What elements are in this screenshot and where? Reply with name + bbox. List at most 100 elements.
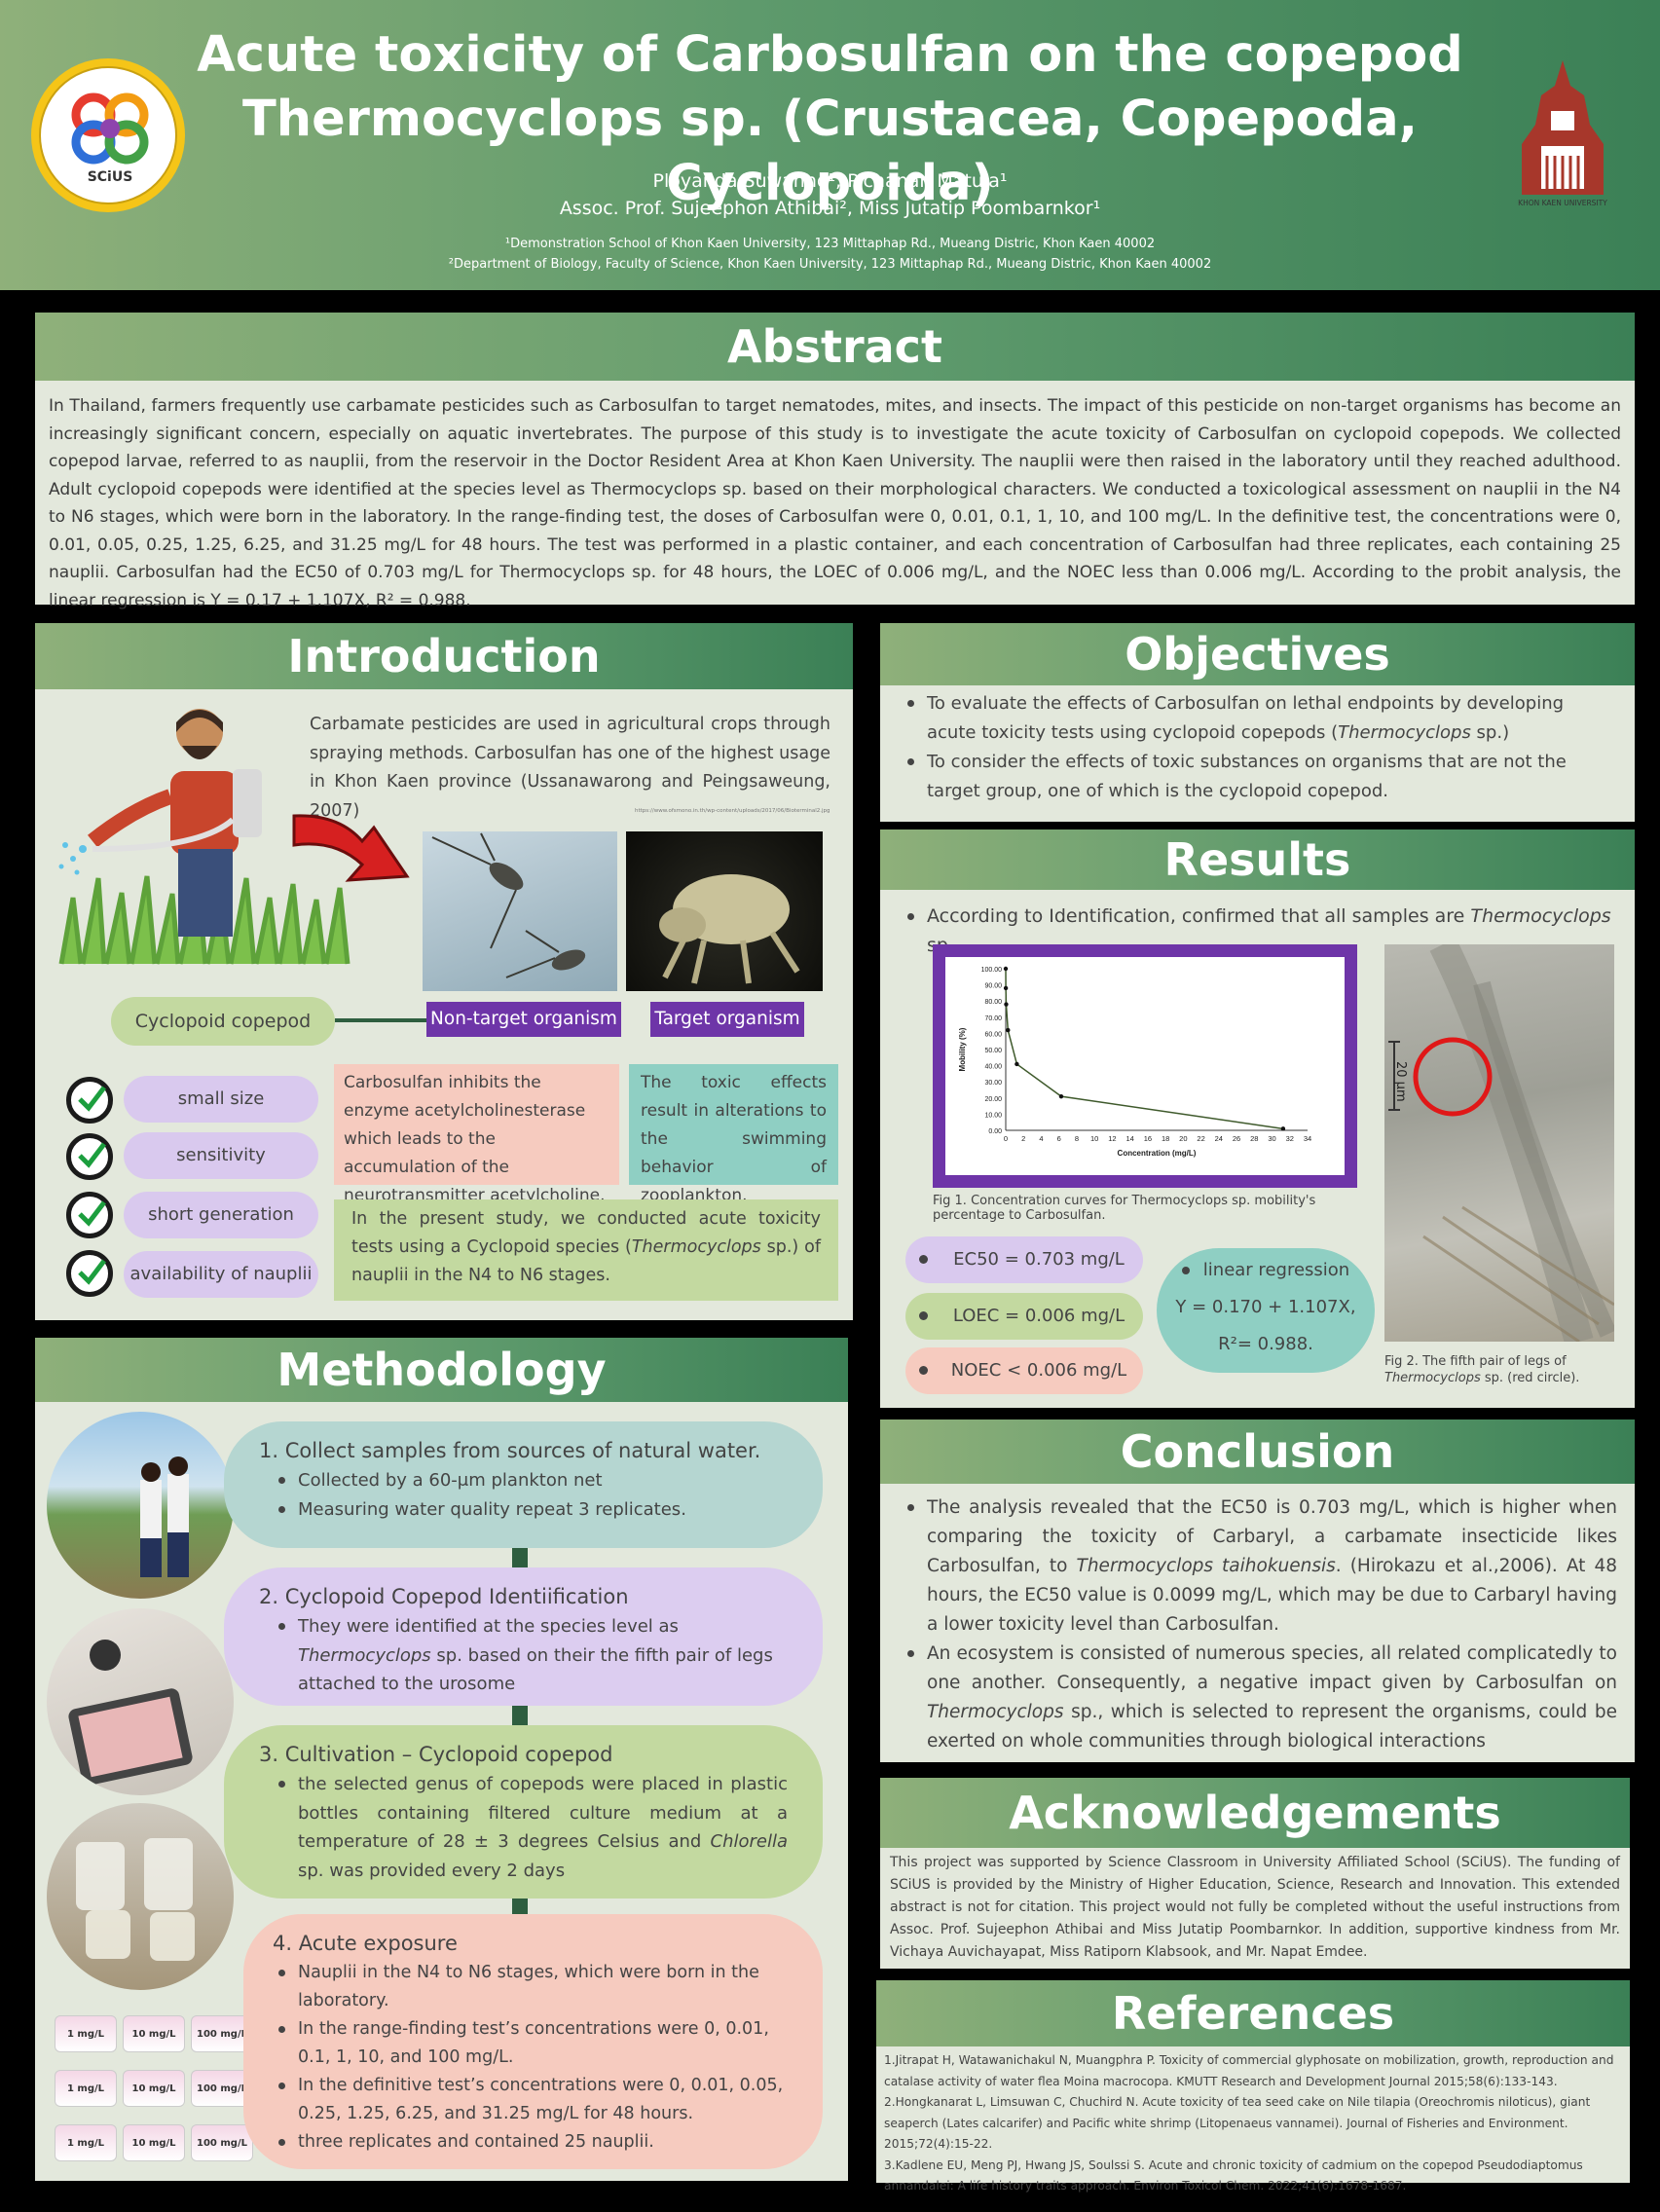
check-icon: [66, 1192, 113, 1238]
non-target-organism-label: Non-target organism: [426, 1002, 621, 1037]
x-tick-label: 0: [1004, 1134, 1008, 1143]
abstract-body: In Thailand, farmers frequently use carb…: [49, 396, 1621, 610]
y-tick-label: 10.00: [984, 1112, 1002, 1119]
x-tick-label: 30: [1268, 1134, 1275, 1143]
trait-sensitivity: sensitivity: [124, 1132, 318, 1179]
regression-equation: Y = 0.170 + 1.107X,: [1175, 1297, 1356, 1317]
y-tick-label: 20.00: [984, 1096, 1002, 1103]
loec-badge: LOEC = 0.006 mg/L: [905, 1293, 1143, 1340]
students-icon: [140, 1456, 189, 1577]
step-connector: [512, 1706, 528, 1725]
x-tick-label: 32: [1286, 1134, 1294, 1143]
abstract-heading: Abstract: [35, 313, 1635, 381]
culture-bottles-photo: [47, 1803, 234, 1990]
x-tick-label: 8: [1075, 1134, 1079, 1143]
regression-r2: R²= 0.988.: [1218, 1334, 1313, 1354]
intro-source-url: https://www.ofsmono.in.th/wp-content/upl…: [635, 808, 830, 814]
present-study-box: In the present study, we conducted acute…: [334, 1199, 838, 1301]
check-icon: [66, 1133, 113, 1180]
copepod-micrograph: 20 μm: [1384, 944, 1614, 1342]
x-tick-label: 6: [1057, 1134, 1061, 1143]
x-tick-label: 26: [1233, 1134, 1240, 1143]
cyclopoid-copepod-label: Cyclopoid copepod: [111, 997, 335, 1046]
cup-100mgl: 100 mg/L: [191, 2124, 253, 2161]
x-tick-label: 12: [1108, 1134, 1116, 1143]
reference-item: 1.Jitrapat H, Watawanichakul N, Muangphr…: [884, 2053, 1614, 2088]
x-tick-label: 14: [1125, 1134, 1133, 1143]
step-connector: [512, 1899, 528, 1918]
x-tick-label: 28: [1250, 1134, 1258, 1143]
y-tick-label: 90.00: [984, 983, 1002, 990]
bullet-dot: [919, 1255, 928, 1264]
check-icon: [66, 1077, 113, 1124]
x-tick-label: 24: [1215, 1134, 1223, 1143]
sampling-photo: [47, 1412, 234, 1599]
cup-100mgl: 100 mg/L: [191, 2015, 253, 2052]
data-point: [1280, 1126, 1286, 1131]
x-tick-label: 20: [1179, 1134, 1187, 1143]
acknowledgements-heading: Acknowledgements: [880, 1778, 1630, 1848]
regression-title: linear regression: [1157, 1252, 1375, 1289]
abstract-panel: In Thailand, farmers frequently use carb…: [35, 381, 1635, 610]
step2-title: 2. Cyclopoid Copepod Identiification: [259, 1585, 629, 1608]
step1-title: 1. Collect samples from sources of natur…: [259, 1439, 761, 1462]
step4-item: In the range-finding test’s concentratio…: [273, 2015, 795, 2072]
step4-item: three replicates and contained 25 naupli…: [273, 2128, 795, 2157]
fig1-caption: Fig 1. Concentration curves for Thermocy…: [933, 1194, 1316, 1223]
conclusion-heading: Conclusion: [880, 1419, 1635, 1484]
step1-item: Collected by a 60-μm plankton net: [273, 1466, 788, 1495]
x-tick-label: 22: [1197, 1134, 1204, 1143]
conclusion-item-1: The analysis revealed that the EC50 is 0…: [902, 1493, 1617, 1640]
enzyme-box: Carbosulfan inhibits the enzyme acetylch…: [334, 1064, 619, 1205]
ec50-badge: EC50 = 0.703 mg/L: [905, 1236, 1143, 1283]
data-point: [1014, 1061, 1019, 1067]
cup-10mgl: 10 mg/L: [123, 2124, 185, 2161]
x-tick-label: 16: [1144, 1134, 1152, 1143]
present-study-text-b: sp.) of nauplii in the N4 to N6 stages.: [351, 1237, 821, 1285]
y-tick-label: 40.00: [984, 1064, 1002, 1071]
x-tick-label: 10: [1090, 1134, 1098, 1143]
microscope-photo: [47, 1608, 234, 1795]
step4-item: Nauplii in the N4 to N6 stages, which we…: [273, 1959, 795, 2015]
affiliation-2: ²Department of Biology, Faculty of Scien…: [448, 257, 1212, 272]
title-line-1: Acute toxicity of Carbosulfan on the cop…: [197, 26, 1463, 84]
scius-logo-icon: [71, 92, 149, 165]
trait-small-size: small size: [124, 1076, 318, 1123]
y-axis-label: Mobility (%): [958, 1027, 967, 1071]
x-tick-label: 2: [1021, 1134, 1025, 1143]
y-tick-label: 70.00: [984, 1015, 1002, 1022]
y-tick-label: 50.00: [984, 1048, 1002, 1054]
objective-2: To consider the effects of toxic substan…: [902, 748, 1615, 806]
poster-title: Acute toxicity of Carbosulfan on the cop…: [146, 23, 1514, 216]
acknowledgements-body: This project was supported by Science Cl…: [890, 1855, 1620, 1960]
step2-item: They were identified at the species leve…: [273, 1612, 788, 1699]
x-tick-label: 18: [1162, 1134, 1169, 1143]
trait-availability: availability of nauplii: [124, 1251, 318, 1298]
copepod-icon: [431, 832, 586, 978]
affiliations: ¹Demonstration School of Khon Kaen Unive…: [292, 234, 1368, 275]
farmer-spraying-illustration: [58, 709, 350, 965]
red-arrow-icon: [292, 814, 410, 882]
authors-line-1: Ployanda Suwanno¹, Pichanan Matula¹: [652, 170, 1008, 192]
series-line: [1005, 968, 1284, 1130]
acknowledgements-panel: This project was supported by Science Cl…: [880, 1848, 1630, 1969]
affiliation-1: ¹Demonstration School of Khon Kaen Unive…: [504, 237, 1156, 251]
references-panel: 1.Jitrapat H, Watawanichakul N, Muangphr…: [876, 2046, 1630, 2193]
reference-item: 3.Kadlene EU, Meng PJ, Hwang JS, Soulssi…: [884, 2157, 1583, 2194]
x-tick-label: 4: [1039, 1134, 1043, 1143]
intro-paragraph: Carbamate pesticides are used in agricul…: [310, 715, 830, 821]
method-step-3: 3. Cultivation – Cyclopoid copepod the s…: [224, 1725, 823, 1899]
noec-badge: NOEC < 0.006 mg/L: [905, 1347, 1143, 1394]
kku-logo: KHON KAEN UNIVERSITY: [1514, 56, 1611, 217]
y-tick-label: 80.00: [984, 999, 1002, 1006]
methodology-heading: Methodology: [35, 1338, 848, 1402]
cup-1mgl: 1 mg/L: [55, 2015, 117, 2052]
present-study-italic: Thermocyclops: [631, 1237, 761, 1257]
method-step-2: 2. Cyclopoid Copepod Identiification The…: [224, 1567, 823, 1706]
scius-logo-text: SCiUS: [87, 169, 133, 185]
authors-line-2: Assoc. Prof. Sujeephon Athibai², Miss Ju…: [559, 198, 1101, 219]
references-heading: References: [876, 1980, 1630, 2046]
step4-item: In the definitive test’s concentrations …: [273, 2072, 795, 2128]
data-point: [1004, 1002, 1009, 1007]
y-tick-label: 60.00: [984, 1031, 1002, 1038]
